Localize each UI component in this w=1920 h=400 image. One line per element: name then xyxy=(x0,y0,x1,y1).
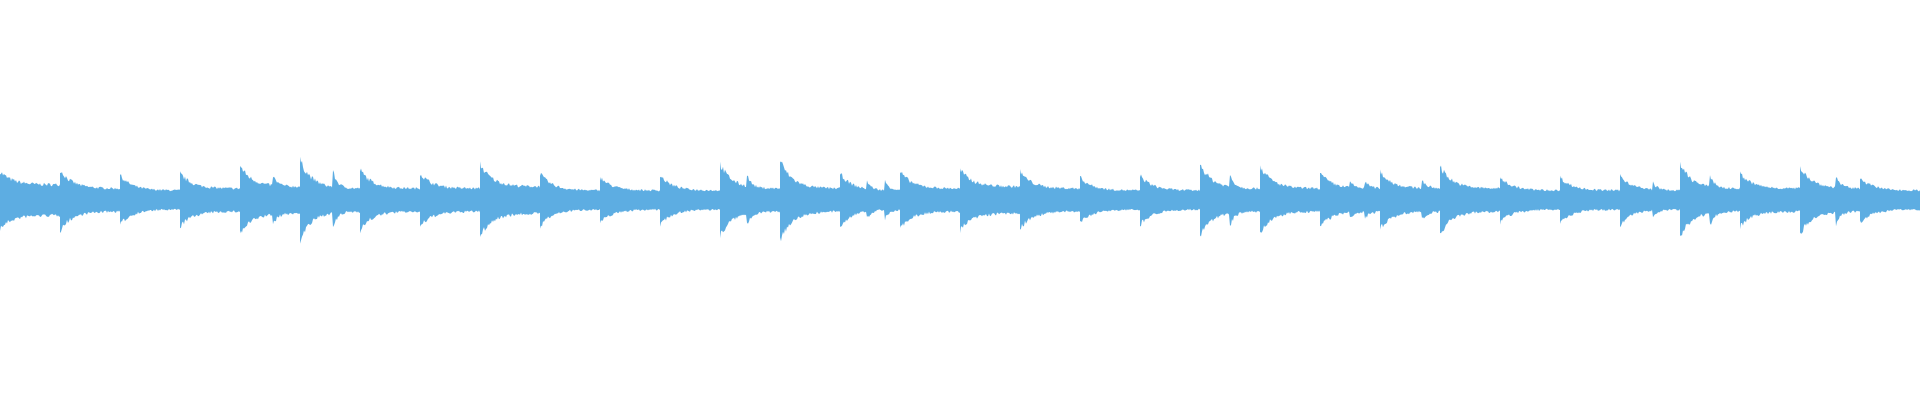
waveform-segment xyxy=(780,161,840,242)
waveform-segment xyxy=(1260,165,1320,233)
waveform-segment xyxy=(360,168,420,234)
waveform-segment xyxy=(180,171,240,229)
waveform-segment xyxy=(1680,161,1740,237)
waveform-segment xyxy=(1560,175,1620,224)
waveform-segment xyxy=(1080,176,1140,222)
waveform-segment xyxy=(1740,171,1800,230)
waveform-segment xyxy=(1380,169,1440,230)
waveform-segment xyxy=(240,165,300,234)
waveform-segment xyxy=(660,176,720,227)
waveform-segment xyxy=(120,174,180,225)
waveform-segment xyxy=(420,174,480,227)
waveform-segment xyxy=(600,176,660,224)
waveform-segment xyxy=(840,173,900,227)
waveform-segment xyxy=(1020,169,1080,230)
waveform-segment xyxy=(1860,178,1920,223)
waveform-segment xyxy=(900,171,960,228)
waveform-segment xyxy=(60,172,120,233)
waveform-segment xyxy=(1440,165,1500,234)
waveform-segment xyxy=(1200,164,1260,237)
waveform-segment xyxy=(1320,173,1380,227)
waveform-segment xyxy=(1800,166,1860,234)
waveform-segment xyxy=(300,156,360,244)
waveform-segment xyxy=(1620,174,1680,228)
waveform-segment xyxy=(720,161,780,239)
waveform-segment xyxy=(480,161,540,237)
waveform-segment xyxy=(540,173,600,229)
waveform-segment xyxy=(1140,174,1200,227)
waveform-segment xyxy=(0,172,60,231)
waveform-segment xyxy=(960,168,1020,234)
waveform-segment xyxy=(1500,177,1560,225)
